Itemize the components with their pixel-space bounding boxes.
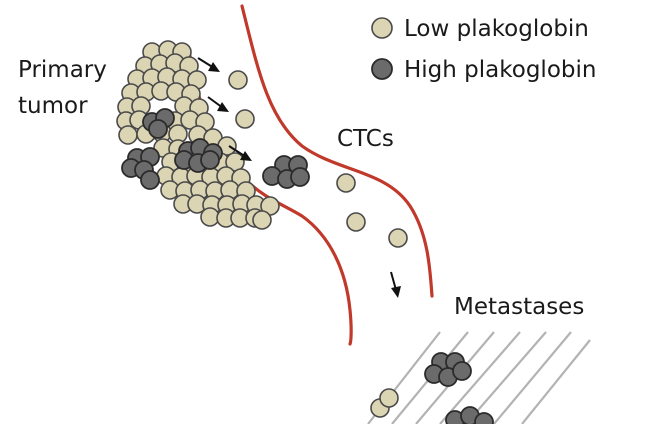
metastasis-cells bbox=[370, 352, 494, 424]
ctc-low-cell bbox=[235, 109, 255, 129]
legend-high-plakoglobin-label: High plakoglobin bbox=[404, 57, 596, 83]
legend-high-plakoglobin-swatch bbox=[371, 58, 393, 80]
legend-low-plakoglobin-label: Low plakoglobin bbox=[404, 16, 589, 42]
arrow-icon bbox=[207, 96, 229, 112]
tumor-high-cell bbox=[140, 170, 160, 190]
ctc-group bbox=[228, 70, 408, 248]
ctc-low-cell bbox=[336, 173, 356, 193]
legend-low-plakoglobin-swatch bbox=[371, 17, 393, 39]
arrow-icon bbox=[390, 271, 401, 298]
metastatic-tissue bbox=[367, 331, 591, 424]
vessel-wall-right bbox=[240, 4, 434, 298]
ctc-low-cell bbox=[228, 70, 248, 90]
diagram-labels: Primary tumor CTCs Metastases bbox=[18, 57, 584, 320]
metastasis-high-cluster bbox=[445, 406, 494, 424]
primary-tumor-cluster bbox=[116, 40, 280, 230]
tissue-hatch-line bbox=[493, 331, 572, 424]
ctc-high-cluster bbox=[262, 155, 310, 189]
tumor-low-cell bbox=[252, 210, 272, 230]
ctc-low-cell bbox=[346, 212, 366, 232]
ctc-low-cell bbox=[388, 228, 408, 248]
tissue-hatch-line bbox=[465, 331, 547, 424]
tumor-high-cell bbox=[200, 150, 220, 170]
label-ctcs: CTCs bbox=[337, 126, 394, 152]
label-primary-tumor-line2: tumor bbox=[18, 93, 88, 119]
metastasis-high-cell bbox=[474, 412, 494, 424]
migration-arrows bbox=[197, 57, 401, 298]
tissue-hatch-line bbox=[439, 331, 521, 424]
ctc-high-cell bbox=[290, 167, 310, 187]
legend: Low plakoglobin High plakoglobin bbox=[371, 16, 596, 83]
arrow-icon bbox=[228, 145, 252, 161]
metastasis-low-cell bbox=[379, 388, 399, 408]
label-primary-tumor-line1: Primary bbox=[18, 57, 107, 83]
arrow-icon bbox=[197, 57, 220, 72]
tissue-hatch-line bbox=[521, 339, 591, 424]
metastasis-high-cell bbox=[452, 361, 472, 381]
label-metastases: Metastases bbox=[454, 294, 584, 320]
tumor-high-cell bbox=[148, 119, 168, 139]
tumor-low-cell bbox=[118, 125, 138, 145]
metastasis-high-cluster bbox=[424, 352, 472, 387]
